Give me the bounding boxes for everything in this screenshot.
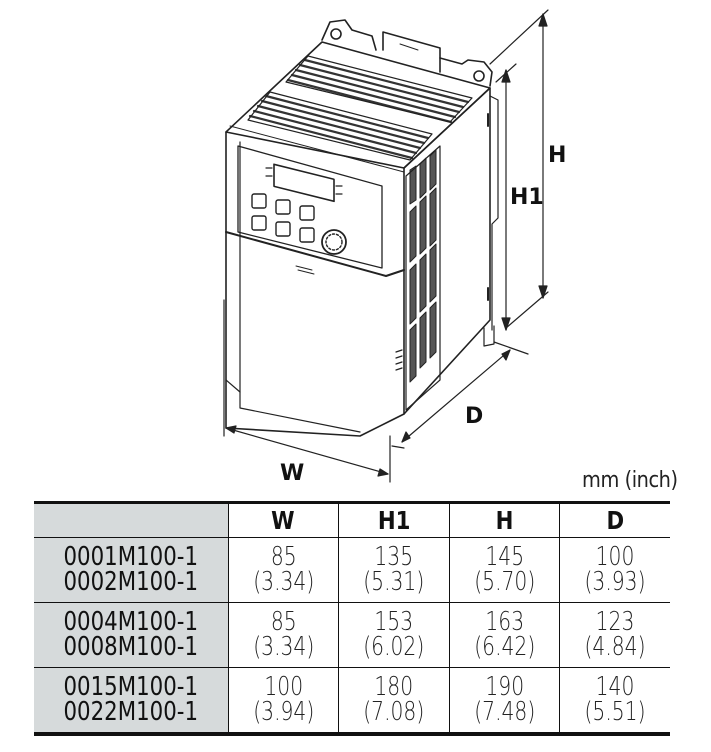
header-h1-label: H1 xyxy=(377,506,411,535)
dimension-label-w: W xyxy=(280,461,304,486)
value-inch: (4.84) xyxy=(584,632,646,662)
cell-h1: 135(5.31) xyxy=(338,537,450,603)
cell-w: 85(3.34) xyxy=(227,537,339,603)
header-corner xyxy=(34,502,229,538)
header-w: W xyxy=(227,502,339,538)
value-mm: 100 xyxy=(263,672,303,702)
value-mm: 85 xyxy=(270,542,297,572)
value-inch: (7.48) xyxy=(473,697,535,727)
model-cell: 0001M100-1 0002M100-1 xyxy=(34,537,229,603)
model-name: 0008M100-1 xyxy=(63,632,199,662)
keypad-panel xyxy=(237,145,383,269)
cell-h: 190(7.48) xyxy=(448,667,560,735)
keypad-buttons xyxy=(251,193,315,243)
header-d: D xyxy=(559,502,670,538)
value-inch: (6.42) xyxy=(473,632,535,662)
dimension-d xyxy=(391,341,529,449)
mounting-tab-center xyxy=(382,31,441,73)
inverter-dimension-drawing: H H1 D W xyxy=(223,9,566,486)
value-inch: (3.34) xyxy=(252,567,314,597)
dimensions-table: W H1 H D 0001M100-1 0002M100-1 85(3.34) … xyxy=(34,501,670,736)
mounting-tab-left xyxy=(321,19,377,51)
dimension-label-d: D xyxy=(465,404,483,429)
value-mm: 190 xyxy=(484,672,524,702)
table-row: 0004M100-1 0008M100-1 85(3.34) 153(6.02)… xyxy=(34,602,670,668)
header-d-label: D xyxy=(606,506,624,535)
dimension-w xyxy=(223,299,391,483)
side-face xyxy=(403,87,491,415)
cell-h: 145(5.70) xyxy=(448,537,560,603)
display-window xyxy=(273,163,335,203)
header-h1: H1 xyxy=(338,502,450,538)
dimension-label-h1: H1 xyxy=(510,185,544,210)
value-mm: 153 xyxy=(374,607,414,637)
control-dial-icon xyxy=(321,229,347,255)
value-mm: 180 xyxy=(374,672,414,702)
model-name: 0022M100-1 xyxy=(63,697,199,727)
side-vent-grille xyxy=(409,149,437,383)
model-cell: 0004M100-1 0008M100-1 xyxy=(34,602,229,668)
cell-h1: 153(6.02) xyxy=(338,602,450,668)
header-h: H xyxy=(448,502,560,538)
cell-d: 140(5.51) xyxy=(559,667,670,735)
dimension-h xyxy=(489,9,549,329)
value-mm: 140 xyxy=(595,672,635,702)
top-vent-grille xyxy=(248,58,470,160)
value-mm: 100 xyxy=(595,542,635,572)
model-name: 0002M100-1 xyxy=(63,567,199,597)
header-w-label: W xyxy=(271,506,295,535)
value-inch: (3.34) xyxy=(252,632,314,662)
cell-d: 123(4.84) xyxy=(559,602,670,668)
value-mm: 145 xyxy=(484,542,524,572)
model-name: 0015M100-1 xyxy=(63,672,199,702)
cell-h1: 180(7.08) xyxy=(338,667,450,735)
value-inch: (3.93) xyxy=(584,567,646,597)
value-inch: (5.70) xyxy=(473,567,535,597)
cell-w: 100(3.94) xyxy=(227,667,339,735)
table-row: 0001M100-1 0002M100-1 85(3.34) 135(5.31)… xyxy=(34,537,670,603)
dimension-h1 xyxy=(495,63,517,331)
value-mm: 135 xyxy=(374,542,414,572)
value-inch: (7.08) xyxy=(363,697,425,727)
front-face xyxy=(225,131,405,437)
dimension-label-h: H xyxy=(548,143,566,168)
table-row: 0015M100-1 0022M100-1 100(3.94) 180(7.08… xyxy=(34,667,670,735)
cell-d: 100(3.93) xyxy=(559,537,670,603)
value-mm: 163 xyxy=(484,607,524,637)
value-inch: (6.02) xyxy=(363,632,425,662)
value-mm: 123 xyxy=(595,607,635,637)
mounting-tab-right xyxy=(439,57,493,87)
model-name: 0004M100-1 xyxy=(63,607,199,637)
value-inch: (5.51) xyxy=(584,697,646,727)
table-header-row: W H1 H D xyxy=(34,502,670,538)
value-mm: 85 xyxy=(270,607,297,637)
value-inch: (5.31) xyxy=(363,567,425,597)
cell-h: 163(6.42) xyxy=(448,602,560,668)
units-note: mm (inch) xyxy=(582,468,678,493)
header-h-label: H xyxy=(495,506,514,535)
model-name: 0001M100-1 xyxy=(63,542,199,572)
value-inch: (3.94) xyxy=(252,697,314,727)
model-cell: 0015M100-1 0022M100-1 xyxy=(34,667,229,735)
cell-w: 85(3.34) xyxy=(227,602,339,668)
